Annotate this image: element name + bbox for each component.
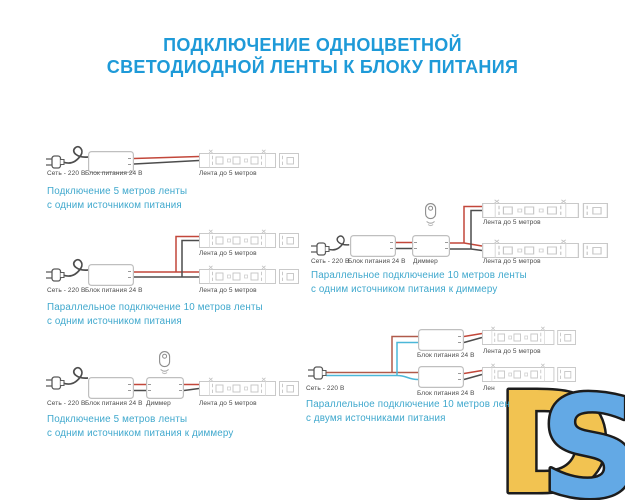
diagram-caption: Параллельное подключение 10 метров ленты… [311, 269, 527, 296]
label-psu-bottom: Блок питания 24 В [417, 390, 475, 397]
led-strip-icon [482, 199, 608, 219]
led-strip-icon [199, 149, 299, 168]
power-plug-icon [45, 155, 65, 169]
label-dimmer: Диммер [413, 258, 438, 265]
label-strip-top: Лента до 5 метров [199, 250, 257, 257]
label-psu: Блок питания 24 В [85, 170, 143, 177]
led-strip-icon [199, 377, 299, 396]
label-strip: Лента до 5 метров [199, 170, 257, 177]
caption-line: Подключение 5 метров ленты [47, 186, 188, 197]
mains-cable [62, 366, 89, 385]
wire-black [134, 239, 199, 278]
logo-letter-d: D [496, 363, 612, 500]
page-title-line2: СВЕТОДИОДНОЙ ЛЕНТЫ К БЛОКУ ПИТАНИЯ [106, 57, 519, 77]
diagram-4-wiring [45, 351, 299, 399]
led-strip-icon [199, 229, 299, 248]
remote-control-icon [425, 203, 437, 227]
psu-box-icon [350, 235, 396, 257]
led-strip-icon [481, 363, 577, 382]
label-strip-top: Лента до 5 метров [483, 219, 541, 226]
diagram-1-wiring [45, 145, 299, 173]
wire-red [134, 235, 199, 273]
wire-red [396, 205, 483, 247]
mains-cable [62, 258, 89, 277]
caption-line: Параллельное подключение 10 метров лен [306, 399, 510, 410]
wire-red [133, 155, 200, 160]
caption-line: с одним источником питания [47, 199, 182, 211]
psu-box-icon [87, 377, 134, 399]
label-strip-top: Лента до 5 метров [483, 348, 541, 355]
wire-brown [326, 335, 418, 374]
diagram-caption: Подключение 5 метров ленты с одним источ… [47, 185, 187, 212]
diagram-caption: Параллельное подключение 10 метров ленты… [47, 301, 263, 328]
label-psu: Блок питания 24 В [85, 287, 143, 294]
label-strip-bottom: Лента до 5 метров [199, 287, 257, 294]
label-strip-bottom: Лен [483, 385, 495, 392]
label-mains: Сеть - 220 В [47, 287, 86, 294]
led-strip-icon [199, 265, 299, 284]
led-strip-icon [482, 239, 608, 259]
remote-control-icon [159, 351, 171, 375]
led-strip-icon [481, 326, 577, 345]
wire-black [134, 387, 200, 392]
caption-line: с двумя источниками питания [306, 412, 446, 424]
caption-line: Параллельное подключение 10 метров ленты [47, 302, 263, 313]
power-plug-icon [45, 268, 65, 282]
wire-black [396, 209, 483, 252]
label-psu: Блок питания 24 В [348, 258, 406, 265]
label-dimmer: Диммер [146, 400, 171, 407]
label-psu: Блок питания 24 В [85, 400, 143, 407]
label-mains: Сеть - 220 В [306, 385, 345, 392]
mains-cable [62, 145, 89, 164]
wire-black [133, 159, 200, 165]
caption-line: с одним источником питания к диммеру [47, 427, 234, 439]
page-title-line1: ПОДКЛЮЧЕНИЕ ОДНОЦВЕТНОЙ [163, 35, 462, 55]
psu-box-icon [418, 329, 464, 351]
label-strip: Лента до 5 метров [199, 400, 257, 407]
diagram-2-wiring [45, 229, 299, 286]
caption-line: с одним источником питания [47, 315, 182, 327]
logo-letter-s: S [540, 367, 625, 500]
wire-cyan [326, 341, 419, 381]
label-mains: Сеть - 220 В [47, 170, 86, 177]
page-title: ПОДКЛЮЧЕНИЕ ОДНОЦВЕТНОЙ СВЕТОДИОДНОЙ ЛЕН… [0, 34, 625, 78]
psu-box-icon [87, 264, 134, 286]
power-plug-icon [45, 376, 65, 390]
ds-logo-watermark: D S [494, 361, 625, 500]
caption-line: с одним источником питания к диммеру [311, 283, 498, 295]
dimmer-box-icon [412, 235, 450, 257]
label-strip-bottom: Лента до 5 метров [483, 258, 541, 265]
label-mains: Сеть - 220 В [311, 258, 350, 265]
caption-line: Подключение 5 метров ленты [47, 414, 188, 425]
diagram-3-wiring [310, 199, 608, 259]
caption-line: Параллельное подключение 10 метров ленты [311, 270, 527, 281]
power-plug-icon [310, 242, 330, 256]
label-psu-top: Блок питания 24 В [417, 352, 475, 359]
mains-cable [327, 235, 350, 251]
dimmer-box-icon [146, 377, 184, 399]
diagram-caption: Параллельное подключение 10 метров лен с… [306, 398, 510, 425]
label-mains: Сеть - 220 В [47, 400, 86, 407]
power-plug-icon [307, 366, 327, 380]
diagram-caption: Подключение 5 метров ленты с одним источ… [47, 413, 233, 440]
psu-box-icon [418, 366, 464, 388]
